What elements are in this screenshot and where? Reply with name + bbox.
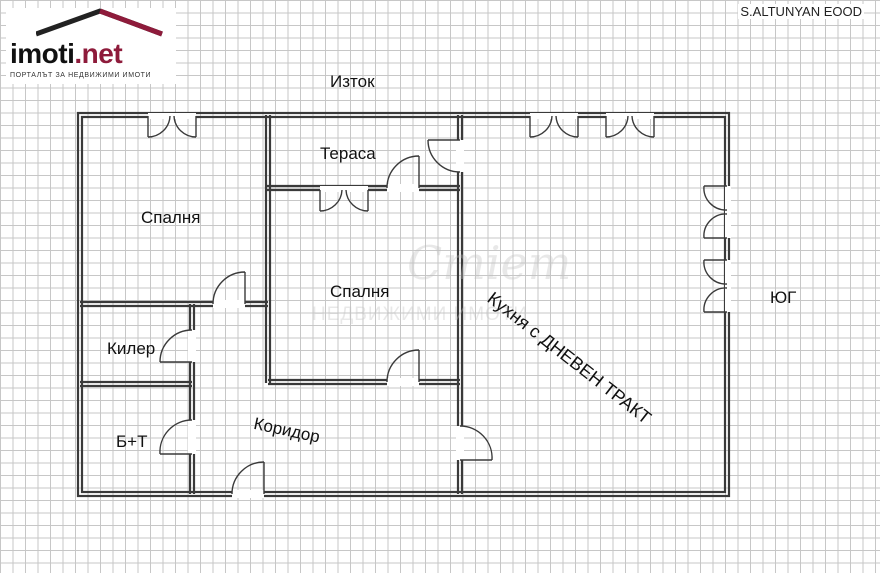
- window-kitchen-east-1: [703, 185, 731, 239]
- door-terrace-1: [386, 155, 420, 192]
- watermark-text: НЕДВИЖИМИ ИМОТИ: [312, 304, 529, 325]
- logo-wordmark: imoti.net: [10, 38, 123, 70]
- door-bedroom-1: [212, 271, 246, 308]
- window-bedroom-2: [319, 186, 369, 212]
- logo-domain: .net: [74, 38, 123, 69]
- door-kitchen: [456, 425, 493, 461]
- house-roof-icon: [36, 8, 163, 37]
- window-kitchen-2: [605, 113, 655, 138]
- compass-east-label: Изток: [330, 72, 375, 91]
- room-bathroom-label: Б+Т: [116, 432, 148, 451]
- logo-text: imoti: [10, 38, 75, 69]
- room-terrace-label: Тераса: [320, 144, 376, 163]
- door-bathroom: [159, 419, 196, 455]
- room-storage-label: Килер: [107, 339, 156, 358]
- door-bedroom-2: [386, 349, 420, 386]
- watermark: Cmiem НЕДВИЖИМИ ИМОТИ: [312, 236, 582, 336]
- compass-south-label: ЮГ: [770, 288, 797, 307]
- door-entrance: [231, 461, 265, 498]
- logo-tagline: ПОРТАЛЪТ ЗА НЕДВИЖИМИ ИМОТИ: [10, 72, 152, 79]
- room-bedroom-1-label: Спалня: [141, 208, 201, 227]
- window-kitchen-east-2: [703, 259, 731, 313]
- door-storage: [159, 329, 196, 363]
- window-bedroom-1: [147, 113, 197, 138]
- window-kitchen-1: [529, 113, 579, 138]
- company-name: S.ALTUNYAN EOOD: [738, 4, 864, 19]
- room-bedroom-2-label: Спалня: [330, 282, 390, 301]
- site-logo[interactable]: imoti.net ПОРТАЛЪТ ЗА НЕДВИЖИМИ ИМОТИ: [6, 8, 176, 84]
- watermark-script: Cmiem: [407, 236, 572, 290]
- door-terrace-2: [427, 139, 464, 173]
